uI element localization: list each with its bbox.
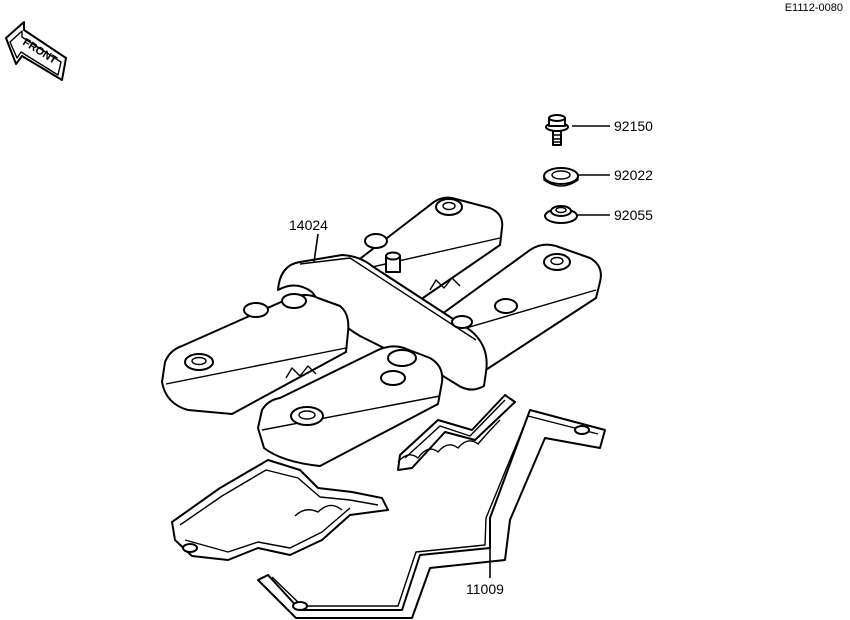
callout-14024: 14024: [289, 217, 328, 233]
cylinder-head-cover-14024-icon: [161, 196, 602, 467]
washer-92022-icon: [543, 167, 579, 187]
callout-92055: 92055: [614, 207, 653, 223]
gasket-11009-icon: [171, 394, 606, 619]
bolt-92150-icon: [545, 114, 569, 146]
drawing-code: E1112-0080: [785, 2, 843, 14]
grommet-92055-icon: [544, 205, 578, 224]
front-arrow-icon: FRONT: [5, 21, 67, 81]
callout-92022: 92022: [614, 167, 653, 183]
callout-11009: 11009: [466, 581, 504, 597]
callout-92150: 92150: [614, 118, 653, 134]
